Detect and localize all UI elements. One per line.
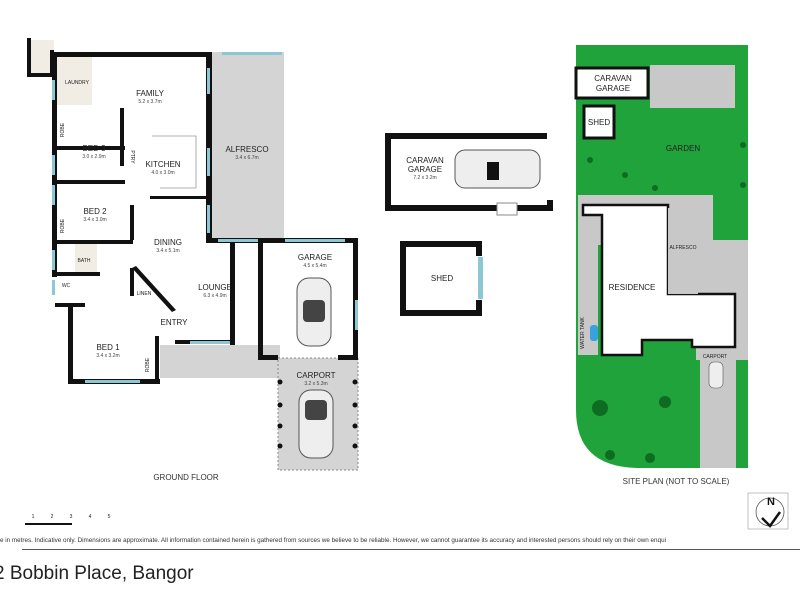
site-water-tank: WATER TANK bbox=[580, 316, 586, 348]
svg-text:3: 3 bbox=[70, 514, 73, 520]
alfresco-label: ALFRESCO bbox=[225, 145, 268, 154]
lounge-label: LOUNGE bbox=[198, 283, 232, 292]
alfresco-dims: 3.4 x 6.7m bbox=[235, 155, 258, 161]
svg-text:2: 2 bbox=[51, 514, 54, 520]
pantry-label: PTRY bbox=[129, 150, 135, 164]
bed2-dims: 3.4 x 3.0m bbox=[83, 217, 106, 223]
family-dims: 5.2 x 3.7m bbox=[138, 99, 161, 105]
linen-label: LINEN bbox=[137, 291, 152, 297]
kitchen-label: KITCHEN bbox=[145, 160, 180, 169]
family-label: FAMILY bbox=[136, 89, 165, 98]
svg-text:N: N bbox=[767, 496, 775, 508]
alfresco-floor bbox=[212, 52, 284, 243]
caravan-garage-plan: CARAVAN GARAGE 7.2 x 3.2m bbox=[385, 133, 553, 216]
ground-floor-plan: LAUNDRY FAMILY 5.2 x 3.7m BED 3 3.0 x 2.… bbox=[27, 38, 359, 482]
dining-label: DINING bbox=[154, 238, 182, 247]
site-caravan-garage-2: GARAGE bbox=[596, 84, 630, 93]
bed2-label: BED 2 bbox=[83, 207, 107, 216]
kitchen-dims: 4.0 x 3.0m bbox=[151, 170, 174, 176]
carport-posts bbox=[277, 379, 358, 449]
caravan-garage-dims: 7.2 x 3.2m bbox=[413, 175, 436, 181]
bath-floor bbox=[75, 243, 97, 273]
bed1-label: BED 1 bbox=[96, 343, 120, 352]
lounge-dims: 6.3 x 4.9m bbox=[203, 293, 226, 299]
disclaimer-text: e in metres. Indicative only. Dimensions… bbox=[0, 537, 666, 544]
entry-label: ENTRY bbox=[161, 318, 189, 327]
site-shed: SHED bbox=[588, 118, 610, 127]
caravan-garage-label-1: CARAVAN bbox=[406, 156, 444, 165]
bed1-dims: 3.4 x 3.2m bbox=[96, 353, 119, 359]
svg-text:5: 5 bbox=[108, 514, 111, 520]
site-caravan-garage-1: CARAVAN bbox=[594, 74, 632, 83]
shed-label: SHED bbox=[431, 274, 453, 283]
laundry-floor bbox=[57, 55, 92, 105]
bath-label: BATH bbox=[78, 258, 91, 264]
carport-dims: 3.2 x 5.3m bbox=[304, 381, 327, 387]
laundry-label: LAUNDRY bbox=[65, 80, 89, 86]
site-carport: CARPORT bbox=[703, 354, 727, 360]
carport-car-icon bbox=[298, 389, 334, 459]
wc-label: WC bbox=[62, 283, 71, 289]
robe-label-bed1: ROBE bbox=[145, 357, 151, 372]
windows bbox=[52, 52, 358, 383]
shed-plan: SHED bbox=[400, 241, 483, 316]
garage-car-icon bbox=[296, 277, 332, 347]
svg-text:4: 4 bbox=[89, 514, 92, 520]
property-address: 2 Bobbin Place, Bangor bbox=[0, 563, 194, 584]
bed3-dims: 3.0 x 2.9m bbox=[82, 154, 105, 160]
divider bbox=[22, 549, 800, 550]
site-garden: GARDEN bbox=[666, 144, 700, 153]
robe-label-bed3: ROBE bbox=[60, 122, 66, 137]
garage-dims: 4.5 x 5.4m bbox=[303, 263, 326, 269]
scale-bar: 1 2 3 4 5 bbox=[25, 514, 111, 525]
ground-floor-caption: GROUND FLOOR bbox=[153, 473, 219, 482]
dining-dims: 3.4 x 5.1m bbox=[156, 248, 179, 254]
caravan-garage-label-2: GARAGE bbox=[408, 165, 442, 174]
site-plan-caption: SITE PLAN (NOT TO SCALE) bbox=[623, 477, 730, 486]
site-alfresco: ALFRESCO bbox=[670, 245, 697, 251]
site-residence: RESIDENCE bbox=[609, 283, 656, 292]
kitchen-bench bbox=[152, 135, 197, 189]
carport-label: CARPORT bbox=[297, 371, 336, 380]
bed3-label: BED 3 bbox=[82, 144, 106, 153]
svg-text:1: 1 bbox=[32, 514, 35, 520]
robe-label-bed2: ROBE bbox=[60, 218, 66, 233]
garage-label: GARAGE bbox=[298, 253, 332, 262]
site-plan: CARAVAN GARAGE SHED GARDEN ALFRESCO RESI… bbox=[574, 45, 748, 486]
north-compass-icon: N bbox=[747, 492, 789, 530]
